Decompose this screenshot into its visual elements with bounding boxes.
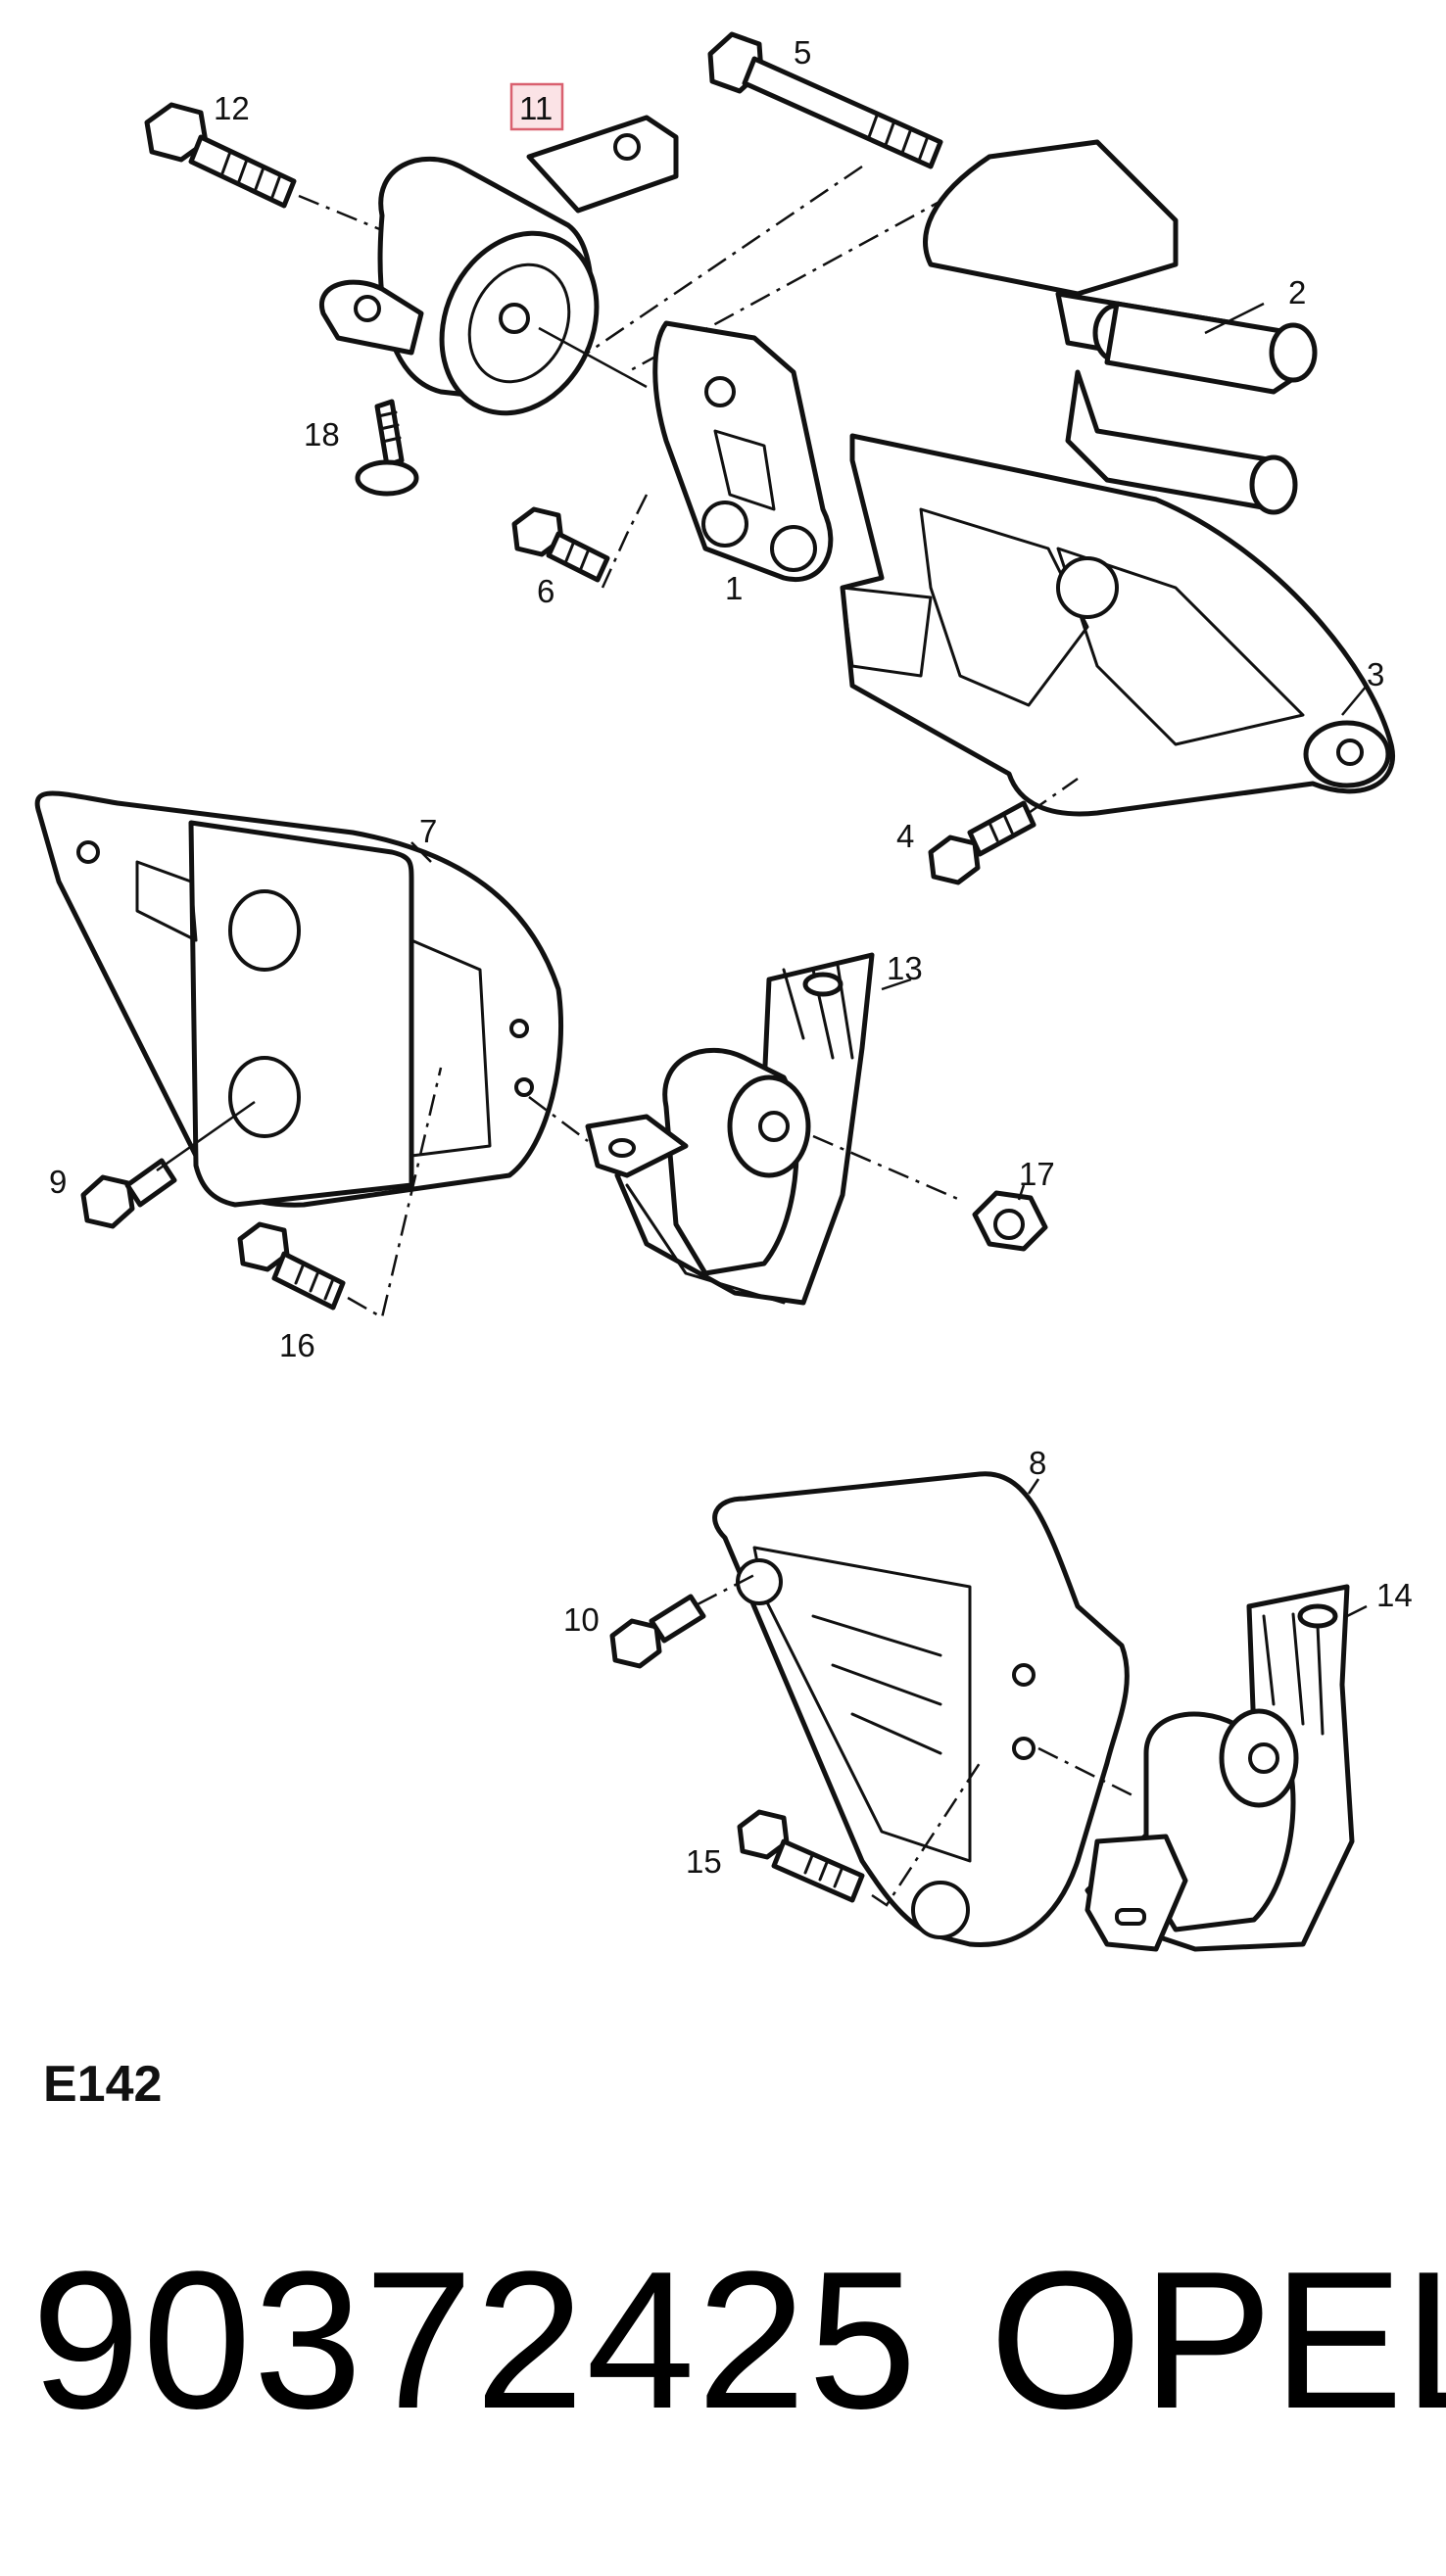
callout-18: 18 <box>304 416 340 453</box>
stud-18 <box>355 399 419 497</box>
bolt-16 <box>237 1221 346 1311</box>
bracket-8 <box>712 1471 1130 1948</box>
callout-10: 10 <box>563 1601 600 1638</box>
callout-16: 16 <box>279 1327 315 1363</box>
callout-17: 17 <box>1019 1156 1055 1192</box>
bolt-5 <box>707 31 943 169</box>
callout-1: 1 <box>725 570 743 606</box>
mount-14 <box>1084 1584 1355 1952</box>
part-number: 90372425 <box>31 2231 919 2450</box>
bracket-3 <box>840 433 1395 817</box>
callout-13: 13 <box>887 950 923 986</box>
callout-11: 11 <box>519 90 553 126</box>
diagram-code-label: E142 <box>43 2056 163 2113</box>
nut-17 <box>972 1190 1048 1252</box>
callout-11-highlight: 11 <box>509 82 564 131</box>
bolt-10 <box>609 1594 706 1669</box>
callout-7: 7 <box>419 813 437 849</box>
bracket-1 <box>652 320 834 582</box>
callout-8: 8 <box>1029 1445 1046 1481</box>
callout-9: 9 <box>49 1164 67 1200</box>
callout-14: 14 <box>1376 1577 1413 1613</box>
bolt-6 <box>511 506 610 583</box>
callout-12: 12 <box>214 90 250 126</box>
callout-3: 3 <box>1367 656 1384 692</box>
bolt-4 <box>928 800 1036 885</box>
bracket-7 <box>34 790 563 1208</box>
callout-2: 2 <box>1288 274 1306 310</box>
bolt-9 <box>80 1158 177 1229</box>
bolt-15 <box>737 1809 865 1903</box>
brand-name: OPEL <box>989 2231 1446 2450</box>
mount-13 <box>585 952 875 1306</box>
bushing-11 <box>318 115 679 416</box>
bolt-12 <box>144 102 297 209</box>
callout-15: 15 <box>686 1843 722 1880</box>
callout-5: 5 <box>794 34 811 71</box>
callout-6: 6 <box>537 573 554 609</box>
callout-4: 4 <box>896 818 914 854</box>
bracket-2 <box>923 139 1318 515</box>
